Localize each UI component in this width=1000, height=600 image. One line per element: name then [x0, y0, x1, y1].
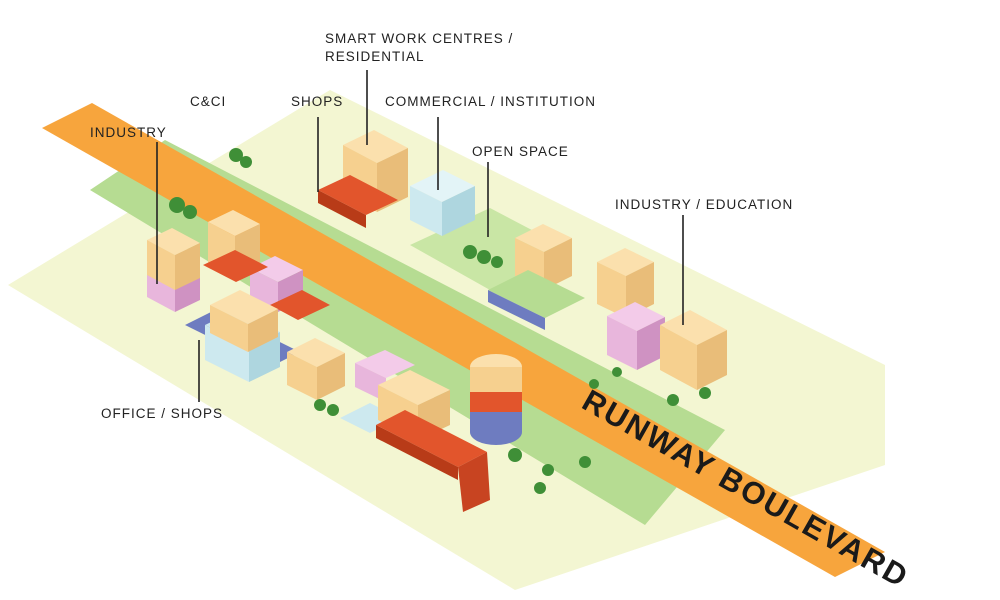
label-runway-boulevard: RUNWAY BOULEVARD [577, 383, 915, 595]
building-residential-lower [287, 338, 345, 400]
label-shops: SHOPS [291, 94, 344, 109]
label-office-shops: OFFICE / SHOPS [101, 406, 224, 421]
building-round-tower [470, 354, 522, 445]
label-commercial-institution: COMMERCIAL / INSTITUTION [385, 94, 597, 109]
building-shops-red-left [203, 250, 330, 320]
building-industry-education [597, 248, 727, 390]
building-open-space-block [488, 224, 585, 330]
tree-cluster [169, 148, 711, 494]
building-shops-large [376, 370, 490, 512]
building-industry-tower [147, 228, 200, 312]
building-shops-platform [318, 175, 398, 228]
building-commercial-block [410, 170, 475, 236]
label-smart-work-line2: RESIDENTIAL [325, 49, 425, 64]
label-open-space: OPEN SPACE [472, 144, 569, 159]
label-industry: INDUSTRY [90, 125, 167, 140]
label-ccci: C&CI [190, 94, 227, 109]
label-industry-education: INDUSTRY / EDUCATION [615, 197, 794, 212]
building-office-shops [185, 290, 300, 382]
label-smart-work-line1: SMART WORK CENTRES / [325, 31, 514, 46]
